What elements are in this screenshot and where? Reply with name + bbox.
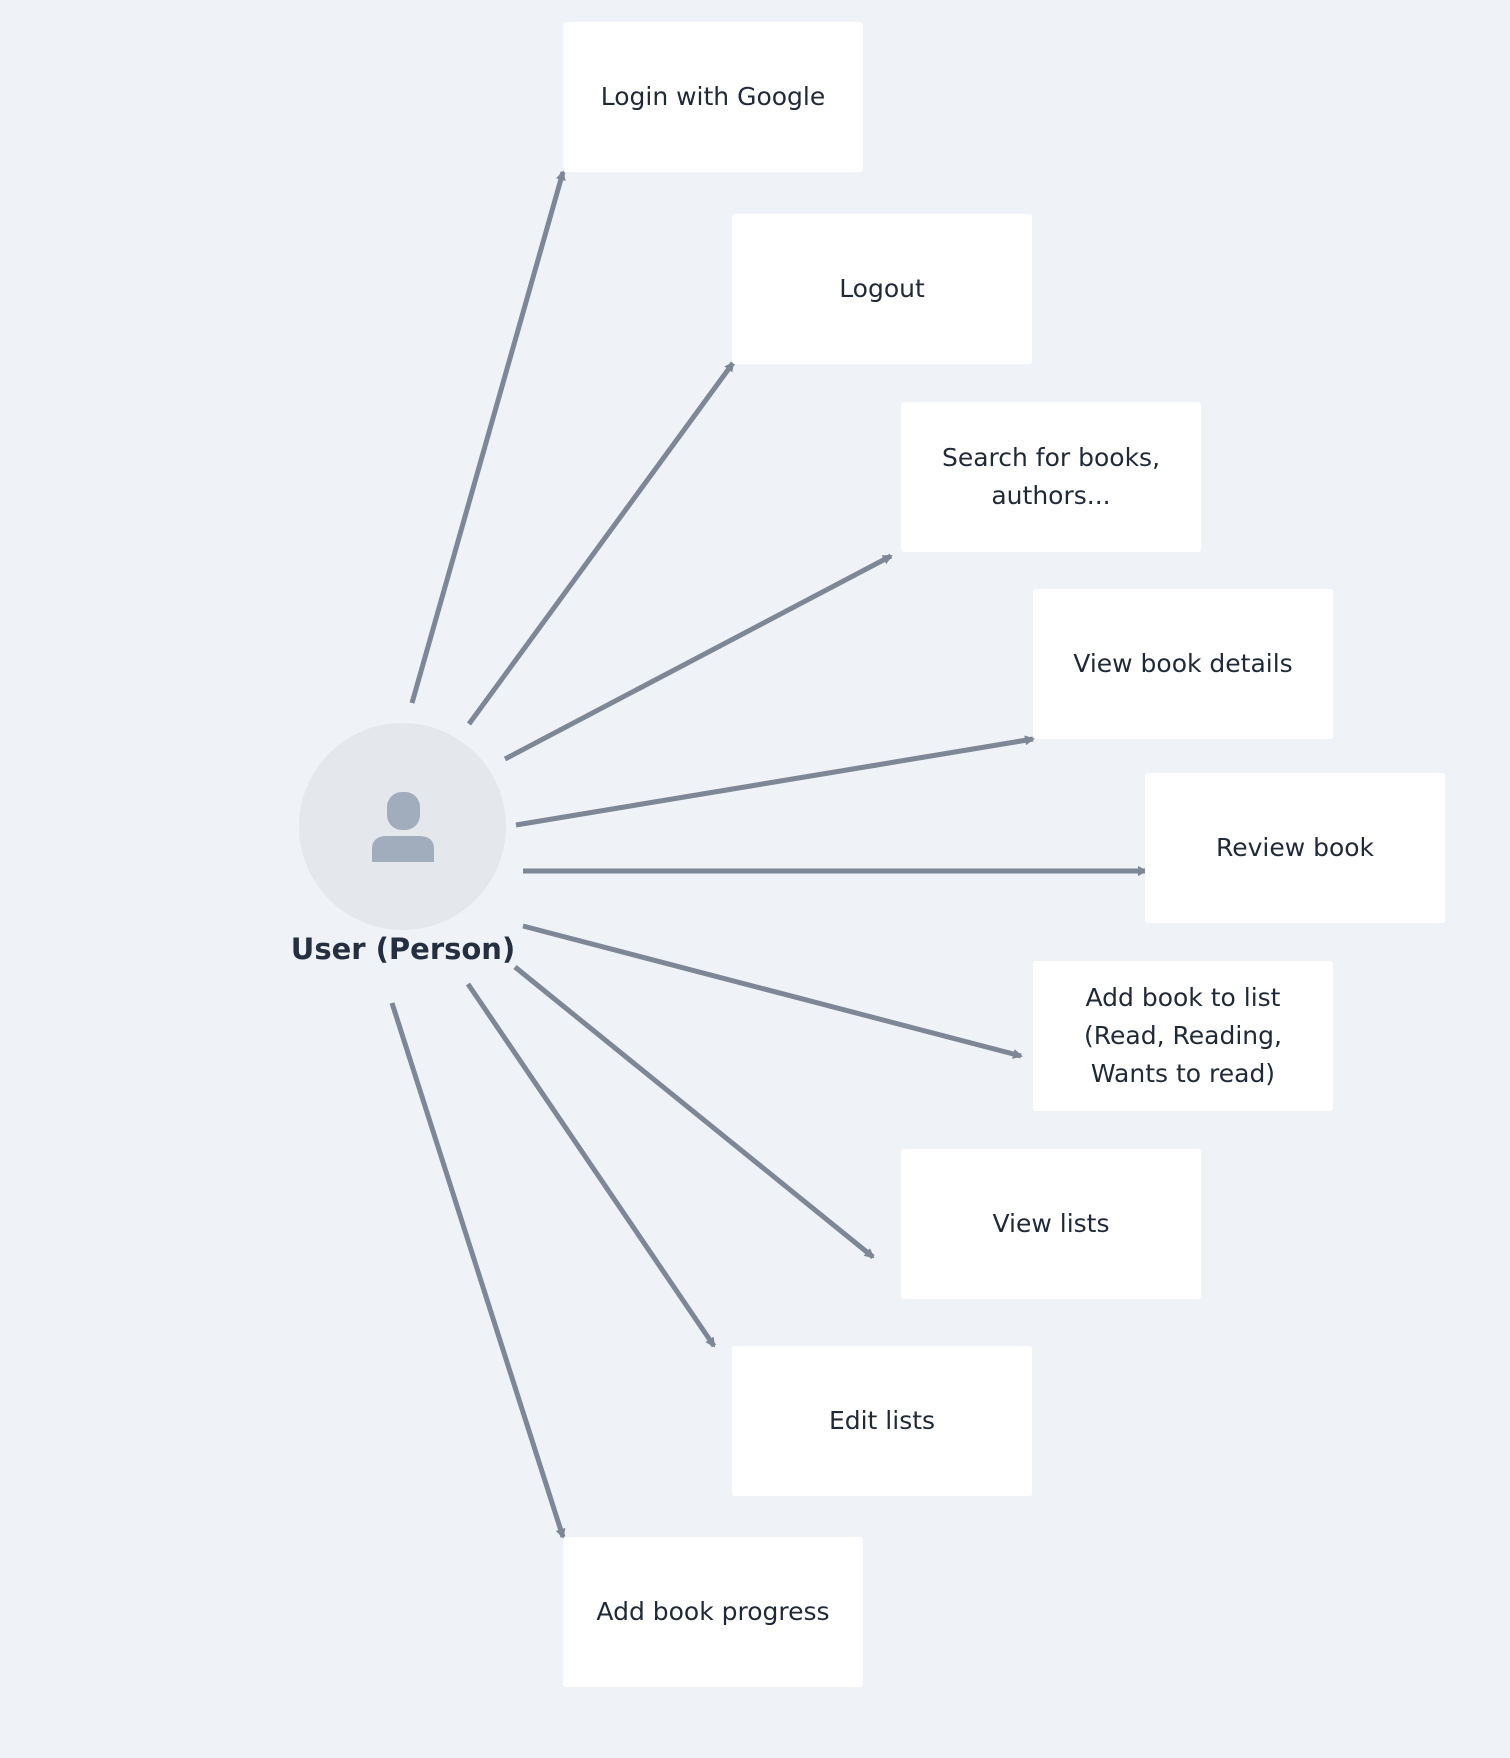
arrow-to-add-book-to-list xyxy=(522,923,1023,1059)
use-case-view-book-details[interactable]: View book details xyxy=(1033,589,1333,739)
use-case-label: View lists xyxy=(992,1209,1110,1238)
use-case-search-books-authors[interactable]: Search for books, authors... xyxy=(901,402,1201,552)
arrow-to-login-with-google xyxy=(409,170,566,704)
use-case-review-book[interactable]: Review book xyxy=(1145,773,1445,923)
arrow-to-add-book-progress xyxy=(389,1002,566,1539)
use-case-add-book-progress[interactable]: Add book progress xyxy=(563,1537,863,1687)
arrow-to-logout xyxy=(466,361,736,726)
actor-label: User (Person) xyxy=(290,932,516,966)
arrow-to-view-book-details xyxy=(515,735,1035,828)
use-case-label: Add book to list (Read, Reading, Wants t… xyxy=(1084,983,1282,1088)
use-case-label: Edit lists xyxy=(828,1406,936,1435)
use-case-add-book-to-list[interactable]: Add book to list (Read, Reading, Wants t… xyxy=(1033,961,1333,1111)
use-case-label: Logout xyxy=(839,274,925,303)
person-icon xyxy=(372,792,434,862)
use-case-label: Search for books, authors... xyxy=(941,443,1161,510)
arrow-to-view-lists xyxy=(513,965,875,1259)
use-case-login-with-google[interactable]: Login with Google xyxy=(563,22,863,172)
use-case-edit-lists[interactable]: Edit lists xyxy=(732,1346,1032,1496)
arrow-to-search-books-authors xyxy=(503,553,893,762)
use-case-view-lists[interactable]: View lists xyxy=(901,1149,1201,1299)
arrow-to-edit-lists xyxy=(465,982,717,1348)
use-case-label: Login with Google xyxy=(600,82,826,111)
use-case-label: Add book progress xyxy=(596,1597,830,1626)
use-case-logout[interactable]: Logout xyxy=(732,214,1032,364)
use-case-label: Review book xyxy=(1215,833,1375,862)
use-case-label: View book details xyxy=(1073,649,1293,678)
